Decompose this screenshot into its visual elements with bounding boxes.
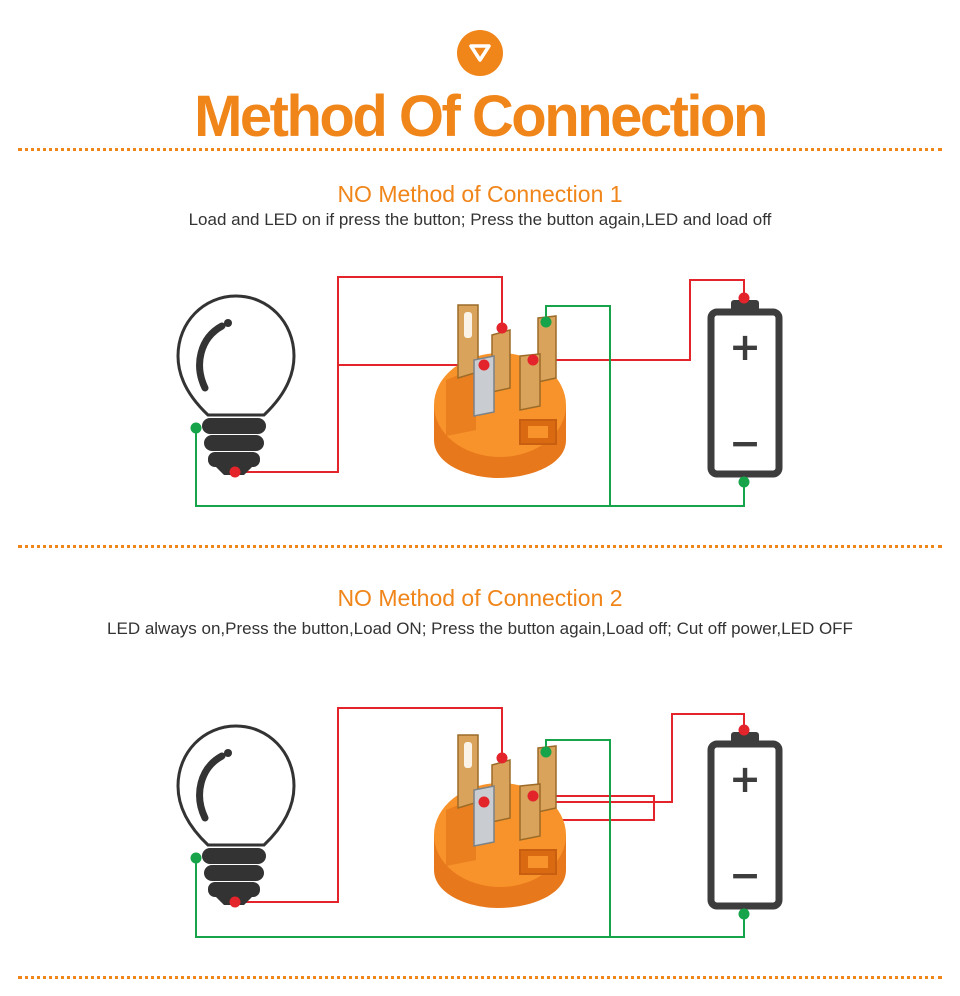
battery-plus-label: + bbox=[729, 325, 761, 369]
junction-dot bbox=[229, 896, 241, 908]
junction-dot bbox=[496, 752, 508, 764]
push-button-switch bbox=[434, 304, 566, 478]
battery-minus-label: − bbox=[729, 853, 761, 897]
wire-green-bulb-to-battery bbox=[195, 428, 745, 507]
divider-top bbox=[18, 148, 942, 151]
section-1-title: NO Method of Connection 1 bbox=[337, 181, 623, 207]
bulb-icon bbox=[176, 294, 296, 475]
wire-green-bulb-to-battery bbox=[195, 858, 745, 938]
wire-red-bulb-to-terminal bbox=[235, 276, 503, 473]
junction-dot bbox=[190, 852, 202, 864]
junction-dot bbox=[478, 359, 490, 371]
wire-red-bulb-to-terminal bbox=[235, 707, 503, 903]
junction-dot bbox=[738, 476, 750, 488]
chevron-down-icon bbox=[469, 44, 491, 62]
junction-dot bbox=[527, 354, 539, 366]
junction-dot bbox=[738, 908, 750, 920]
wire-red-battery-plus bbox=[533, 279, 745, 361]
junction-dot bbox=[478, 796, 490, 808]
section-1-description: Load and LED on if press the button; Pre… bbox=[188, 210, 772, 229]
page-title: Method Of Connection bbox=[194, 84, 768, 149]
junction-dot bbox=[190, 422, 202, 434]
battery-minus-label: − bbox=[729, 421, 761, 465]
wire-green-led-terminal bbox=[545, 739, 611, 937]
junction-dot bbox=[496, 322, 508, 334]
bulb-icon bbox=[176, 724, 296, 905]
header-badge bbox=[457, 30, 503, 76]
battery-icon: + − bbox=[707, 300, 783, 478]
junction-dot bbox=[540, 746, 552, 758]
junction-dot bbox=[229, 466, 241, 478]
push-button-switch bbox=[434, 734, 566, 908]
section-2-description: LED always on,Press the button,Load ON; … bbox=[107, 619, 853, 638]
battery-plus-label: + bbox=[729, 757, 761, 801]
wire-green-led-terminal bbox=[545, 305, 611, 506]
junction-dot bbox=[527, 790, 539, 802]
wiring-diagram-1: + − bbox=[176, 276, 783, 507]
divider-bottom bbox=[18, 976, 942, 979]
junction-dot bbox=[540, 316, 552, 328]
junction-dot bbox=[738, 724, 750, 736]
battery-icon: + − bbox=[707, 732, 783, 910]
section-2-title: NO Method of Connection 2 bbox=[337, 585, 623, 611]
wire-red-load-terminal bbox=[533, 795, 655, 821]
junction-dot bbox=[738, 292, 750, 304]
wiring-diagram-2: + − bbox=[176, 707, 783, 938]
divider-middle bbox=[18, 545, 942, 548]
